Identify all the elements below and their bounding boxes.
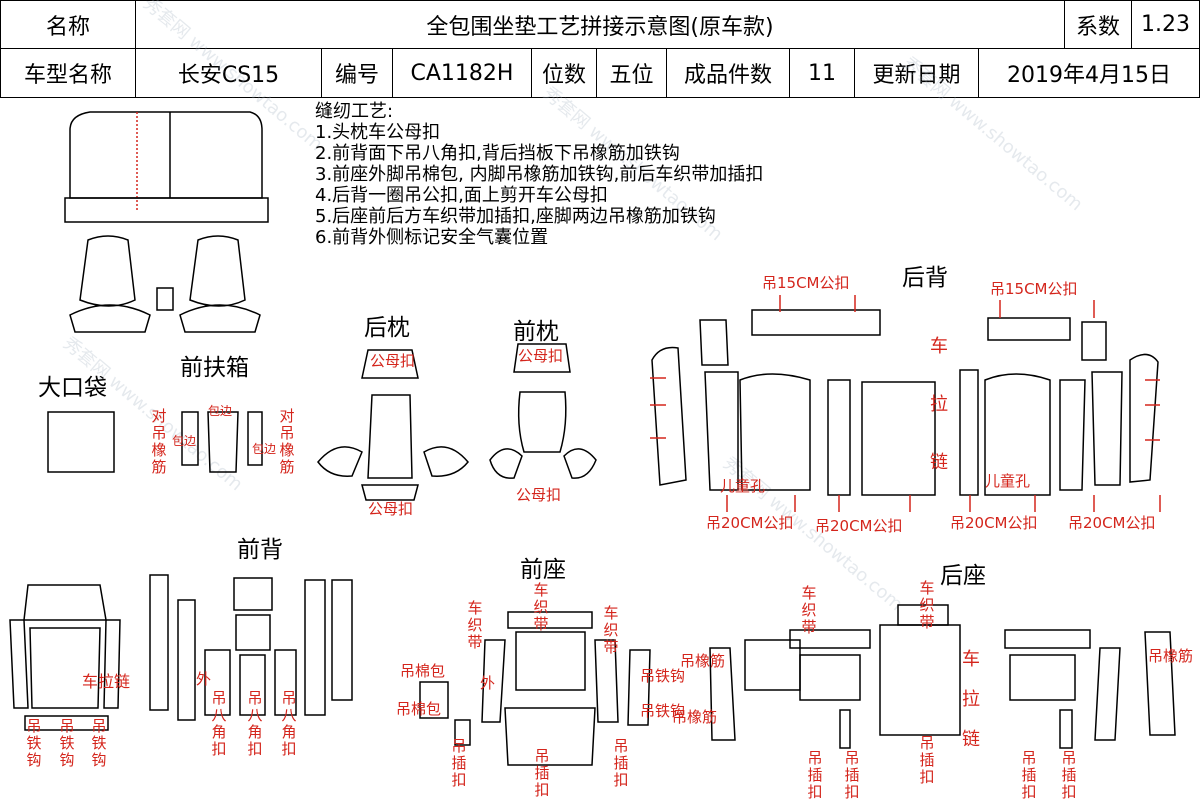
front-armrest-pieces [181,411,263,473]
note-line: 2.前背面下吊八角扣,背后挡板下吊橡筋加铁钩 [315,143,680,164]
date-label: 更新日期 [854,48,979,98]
label-dui-diao-xiang-jin: 对吊橡筋 [151,407,167,476]
label-diao-mian-bao: 吊棉包 [396,700,442,718]
code-value: CA1182H [392,48,532,98]
label-diao-tie-gou: 吊铁钩 [26,717,42,769]
car-front-seats-overview [69,235,261,333]
rear-headrest-pieces [317,349,469,501]
label-diao-tie-gou: 吊铁钩 [91,717,107,769]
section-rear-seat: 后座 [940,563,986,589]
label-gong-mu-kou: 公母扣 [518,347,564,365]
label-che-zhi-dai: 车织带 [467,599,483,651]
label-gong-mu-kou: 公母扣 [368,500,414,518]
model-label: 车型名称 [0,48,136,98]
header-table: 名称 全包围坐垫工艺拼接示意图(原车款) 系数 1.23 车型名称 长安CS15… [0,0,1200,98]
rear-back-pieces [651,309,1159,496]
label-che-la-lian: 车拉链 [962,649,980,750]
rear-seat-pieces [709,604,1176,749]
label-gong-mu-kou: 公母扣 [370,352,416,370]
label-che-zhi-dai: 车织带 [533,581,549,633]
notes-title: 缝纫工艺: [315,101,394,122]
label-diao-tie-gou-h: 吊铁钩 [640,667,686,685]
seat-label: 位数 [531,48,597,98]
note-line: 1.头枕车公母扣 [315,122,441,143]
label-che-zhi-dai: 车织带 [919,579,935,631]
label-diao-cha-kou: 吊插扣 [613,737,629,789]
label-diao-20cm: 吊20CM公扣 [1068,514,1156,532]
section-front-seat: 前座 [520,557,566,583]
label-diao-ba-jiao-kou: 吊八角扣 [247,689,263,758]
label-bao-bian: 包边 [172,434,197,448]
label-diao-xiang-jin: 吊橡筋 [1148,647,1194,665]
label-che-zhi-dai: 车织带 [801,584,817,636]
label-diao-tie-gou: 吊铁钩 [59,717,75,769]
pieces-label: 成品件数 [666,48,790,98]
label-che-la-lian: 车拉链 [930,336,948,473]
section-rear-back: 后背 [902,265,948,291]
section-big-pocket: 大口袋 [38,375,107,401]
front-headrest-pieces [489,343,597,479]
front-seat-pieces [419,611,651,766]
label-diao-cha-kou: 吊插扣 [451,737,467,789]
label-diao-20cm: 吊20CM公扣 [815,517,903,535]
section-rear-headrest: 后枕 [364,315,410,341]
date-value: 2019年4月15日 [978,48,1200,98]
label-diao-15cm: 吊15CM公扣 [762,274,850,292]
big-pocket-piece [47,411,115,473]
label-diao-ba-jiao-kou: 吊八角扣 [281,689,297,758]
label-bao-bian: 包边 [252,442,277,456]
note-line: 3.前座外脚吊棉包, 内脚吊橡筋加铁钩,前后车织带加插扣 [315,164,764,185]
label-wai: 外 [196,670,212,688]
label-er-tong-kong: 儿童孔 [720,477,766,495]
label-dui-diao-xiang-jin: 对吊橡筋 [279,407,295,476]
section-front-armrest: 前扶箱 [180,355,249,381]
model-value: 长安CS15 [135,48,322,98]
section-front-back: 前背 [237,537,283,563]
label-diao-20cm: 吊20CM公扣 [706,514,794,532]
arrow-markers [650,295,1161,512]
label-diao-15cm: 吊15CM公扣 [990,280,1078,298]
note-line: 6.前背外侧标记安全气囊位置 [315,227,549,248]
note-line: 5.后座前后方车织带加插扣,座脚两边吊橡筋加铁钩 [315,206,716,227]
label-diao-cha-kou: 吊插扣 [844,749,860,801]
label-diao-xiang-jin: 吊橡筋 [680,652,726,670]
front-back-pieces [9,574,353,731]
label-diao-cha-kou: 吊插扣 [919,734,935,786]
label-diao-ba-jiao-kou: 吊八角扣 [211,689,227,758]
note-line: 4.后背一圈吊公扣,面上剪开车公母扣 [315,185,608,206]
label-diao-xiang-jin: 吊橡筋 [672,708,718,726]
label-che-la-lian: 车拉链 [82,672,131,691]
car-rear-seat-overview [64,111,269,223]
sewing-notes: 缝纫工艺: 1.头枕车公母扣 2.前背面下吊八角扣,背后挡板下吊橡筋加铁钩 3.… [315,101,763,248]
label-diao-20cm: 吊20CM公扣 [950,514,1038,532]
label-diao-tie-gou-h: 吊铁钩 [640,702,686,720]
label-diao-cha-kou: 吊插扣 [1061,749,1077,801]
label-che-zhi-dai: 车织带 [603,604,619,656]
section-front-headrest: 前枕 [513,319,559,345]
label-diao-cha-kou: 吊插扣 [534,747,550,799]
label-er-tong-kong: 儿童孔 [985,472,1031,490]
coef-label: 系数 [1064,0,1132,49]
label-diao-cha-kou: 吊插扣 [1021,749,1037,801]
label-diao-mian-bao: 吊棉包 [400,662,446,680]
label-diao-cha-kou: 吊插扣 [807,749,823,801]
label-gong-mu-kou: 公母扣 [516,486,562,504]
label-bao-bian: 包边 [208,404,233,418]
label-wai: 外 [480,674,496,692]
